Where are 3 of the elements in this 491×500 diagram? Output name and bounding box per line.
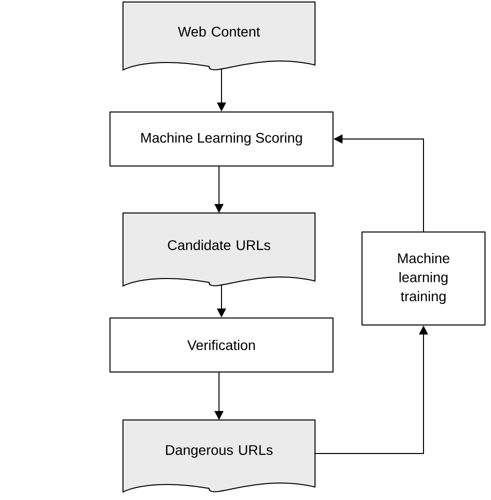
- process-box: Verification: [110, 318, 334, 372]
- process-box: Machine learning training: [362, 232, 486, 326]
- process-box: Machine Learning Scoring: [110, 112, 334, 166]
